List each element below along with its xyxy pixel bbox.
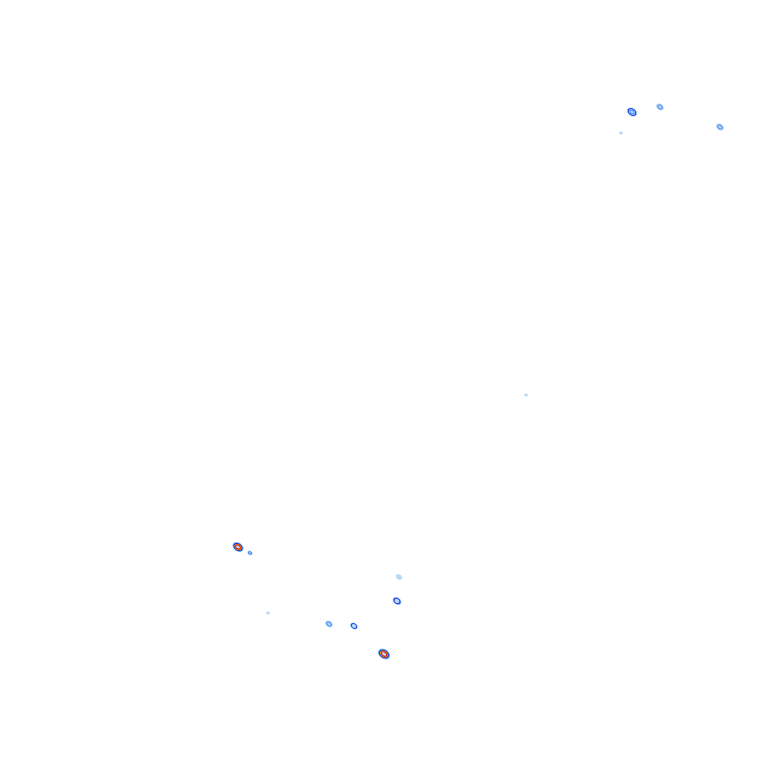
blob-top-right-3-ring-1 — [717, 124, 723, 130]
blob-top-right-1-ring-0 — [626, 107, 638, 117]
blob-top-right-2 — [656, 103, 664, 111]
blob-bottom-mid-2-ring-2 — [393, 598, 401, 604]
blob-bottom-mid-2-ring-1 — [393, 597, 401, 605]
blob-top-right-2-ring-0 — [656, 103, 664, 111]
blob-bottom-mid-1-ring-0 — [395, 574, 403, 580]
blob-bottom-mid-4-ring-3 — [351, 623, 357, 629]
blob-bottom-mid-2 — [392, 597, 402, 605]
blob-bottom-peak-ring-1 — [378, 648, 390, 660]
blob-bottom-left-1-ring-4 — [235, 544, 241, 550]
blob-bottom-left-1-ring-2 — [233, 543, 243, 551]
blob-top-right-1 — [626, 107, 638, 117]
blob-bottom-left-1 — [232, 541, 244, 553]
blob-bottom-left-2 — [247, 550, 253, 556]
blob-top-right-3 — [716, 123, 724, 131]
blob-bottom-left-1-ring-3 — [234, 543, 242, 551]
blob-bottom-peak-ring-2 — [379, 649, 389, 659]
blob-top-right-2-ring-1 — [657, 104, 663, 110]
blob-bottom-left-1-ring-0 — [232, 541, 244, 553]
blob-bottom-mid-5 — [266, 611, 270, 615]
blob-top-right-3-ring-0 — [716, 123, 724, 131]
blob-bottom-left-2-ring-0 — [247, 550, 253, 556]
blob-top-right-1-ring-4 — [629, 109, 635, 115]
blob-center-trace-ring-0 — [524, 393, 528, 397]
blob-bottom-mid-2-ring-3 — [394, 598, 400, 604]
blob-bottom-mid-1 — [395, 574, 403, 580]
blob-top-right-4 — [619, 131, 623, 135]
blob-bottom-peak-ring-3 — [380, 650, 388, 658]
blob-bottom-mid-5-ring-0 — [266, 611, 270, 615]
blob-top-right-4-ring-0 — [619, 131, 623, 135]
blob-bottom-mid-3-ring-1 — [326, 621, 332, 627]
blob-bottom-peak-ring-4 — [380, 651, 388, 657]
blob-center-trace — [524, 393, 528, 397]
blob-bottom-left-2-ring-1 — [247, 551, 253, 555]
blob-bottom-peak — [377, 648, 391, 660]
blob-bottom-left-1-ring-1 — [232, 542, 244, 552]
blob-bottom-mid-3 — [325, 620, 333, 628]
blob-bottom-mid-4 — [350, 622, 358, 630]
